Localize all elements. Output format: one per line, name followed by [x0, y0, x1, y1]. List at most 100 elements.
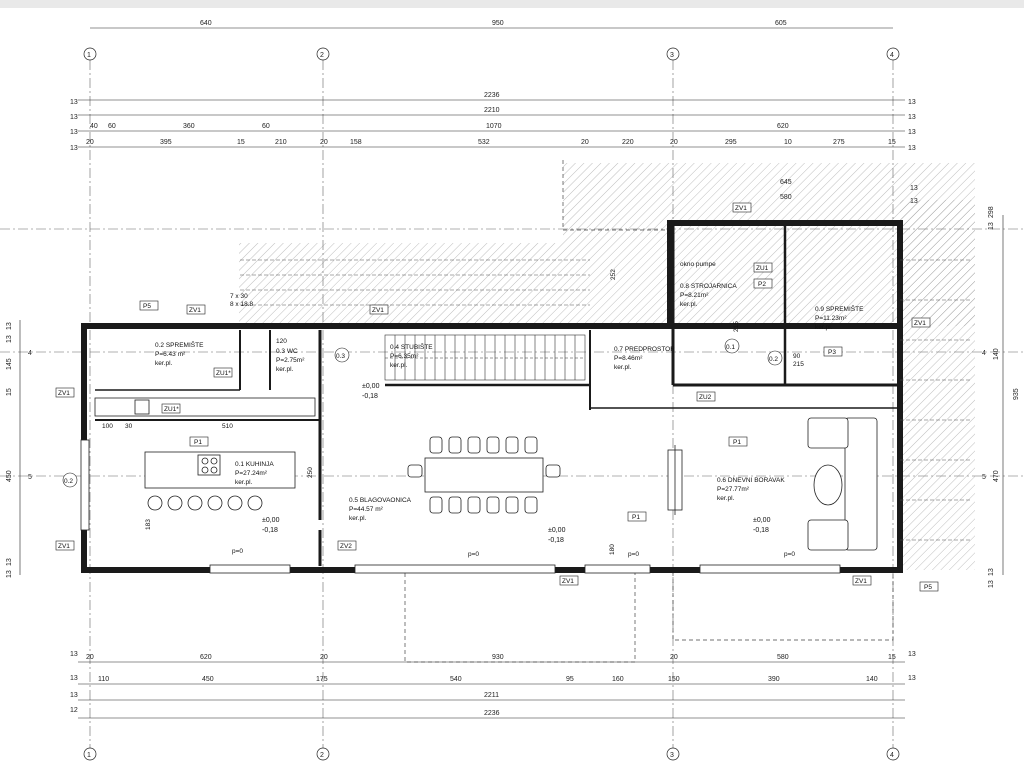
- dim-2211: 2211: [484, 692, 499, 699]
- stair-note: 8 x 18.8: [230, 301, 254, 308]
- room-floor-stubiste: ker.pl.: [390, 362, 408, 369]
- stairs: [384, 334, 586, 381]
- dim-140: 140: [993, 348, 1000, 360]
- room-floor-blagovaonica: ker.pl.: [349, 515, 367, 522]
- terrain-hatch: [225, 163, 975, 570]
- axis-2-top: 2: [320, 52, 324, 59]
- room-area-predprostor: P=8.46m²: [614, 355, 643, 362]
- level-minus: -0,18: [753, 527, 769, 534]
- level-plus: ±0,00: [753, 517, 771, 524]
- dim-top-605: 605: [775, 20, 787, 27]
- dim-15: 15: [888, 139, 896, 146]
- axis-1-bottom: 1: [87, 752, 91, 759]
- windows: [80, 439, 841, 574]
- dim-175: 175: [316, 676, 328, 683]
- dim-13: 13: [70, 692, 78, 699]
- dim-13: 13: [70, 129, 78, 136]
- room-area-kuhinja: P=27.24m²: [235, 470, 268, 477]
- room-area-boravak: P=27.77m²: [717, 486, 750, 493]
- stair-note: 7 x 30: [230, 293, 248, 300]
- tag-p0: p=0: [784, 551, 795, 558]
- dim-13: 13: [70, 651, 78, 658]
- dim-13: 13: [908, 675, 916, 682]
- dim-935: 935: [1013, 388, 1020, 400]
- dim-450: 450: [6, 470, 13, 482]
- room-floor-strojarnica: ker.pl.: [680, 301, 698, 308]
- dim-total-2210: 2210: [484, 107, 500, 114]
- room-floor-spremiste2: ker.pl.: [815, 324, 833, 331]
- dim-13: 13: [988, 222, 995, 230]
- axis-2-bottom: 2: [320, 752, 324, 759]
- tag-p0: p=0: [232, 548, 243, 555]
- tag-zv1: ZV1: [58, 543, 70, 550]
- dim-13: 13: [70, 145, 78, 152]
- dim-60: 60: [262, 123, 270, 130]
- dim-295: 295: [725, 139, 737, 146]
- dim-13: 13: [908, 114, 916, 121]
- dim-13: 13: [6, 335, 13, 343]
- grid-bubbles: [83, 47, 900, 761]
- okno-pumpe-label: okno pumpe: [680, 261, 716, 268]
- dim-183: 183: [145, 519, 152, 530]
- room-area-wc: P=2.75m²: [276, 357, 305, 364]
- tag-p2: P2: [758, 281, 766, 288]
- room-area-spremiste1: P=6.43 m²: [155, 351, 186, 358]
- axis-3-bottom: 3: [670, 752, 674, 759]
- tag-zv1: ZV1: [735, 205, 747, 212]
- room-area-stubiste: P=6.35m²: [390, 353, 419, 360]
- door-tag: 0.2: [769, 356, 778, 363]
- dim-390: 390: [768, 676, 780, 683]
- fireplace: [667, 445, 683, 515]
- dim-210: 210: [275, 139, 287, 146]
- dim-20: 20: [86, 654, 94, 661]
- tag-zv2: ZV2: [340, 543, 352, 550]
- row-5-right: 5: [982, 474, 986, 481]
- dim-298: 298: [988, 206, 995, 218]
- room-area-spremiste2: P=11.23m²: [815, 315, 847, 322]
- tag-boxes: [55, 202, 939, 592]
- room-labels: 0.1 KUHINJA P=27.24m² ker.pl. 0.2 SPREMI…: [155, 261, 864, 522]
- room-floor-boravak: ker.pl.: [717, 495, 735, 502]
- tag-p1: P1: [733, 439, 741, 446]
- dim-250: 250: [307, 467, 314, 478]
- axis-4-top: 4: [890, 52, 894, 59]
- level-markers: ±0,00 -0,18 ±0,00 -0,18 ±0,00 -0,18 ±0,0…: [262, 383, 771, 544]
- room-name-stubiste: 0.4 STUBIŠTE: [390, 342, 433, 351]
- dim-532: 532: [478, 139, 490, 146]
- dim-top-640: 640: [200, 20, 212, 27]
- dim-20: 20: [581, 139, 589, 146]
- dim-395: 395: [160, 139, 172, 146]
- tag-zv1: ZV1: [58, 390, 70, 397]
- room-floor-wc: ker.pl.: [276, 366, 294, 373]
- dim-158: 158: [350, 139, 362, 146]
- room-floor-kuhinja: ker.pl.: [235, 479, 253, 486]
- room-name-strojarnica: 0.8 STROJARNICA: [680, 283, 737, 290]
- dim-90: 90: [793, 353, 801, 360]
- dim-30: 30: [125, 423, 133, 430]
- dim-180: 180: [609, 544, 616, 555]
- dim-220: 220: [622, 139, 634, 146]
- door-tag: 0.2: [64, 478, 73, 485]
- room-name-spremiste1: 0.2 SPREMIŠTE: [155, 340, 204, 349]
- dim-20: 20: [670, 654, 678, 661]
- dim-95: 95: [566, 676, 574, 683]
- tag-zv1: ZV1: [855, 578, 867, 585]
- dim-13: 13: [6, 322, 13, 330]
- room-floor-predprostor: ker.pl.: [614, 364, 632, 371]
- dim-13: 13: [908, 651, 916, 658]
- dim-160: 160: [612, 676, 624, 683]
- dim-1070: 1070: [486, 123, 502, 130]
- dim-12: 12: [70, 707, 78, 714]
- tag-p1: P1: [632, 514, 640, 521]
- tag-zv1: ZV1: [562, 578, 574, 585]
- level-minus: -0,18: [548, 537, 564, 544]
- dim-13: 13: [6, 570, 13, 578]
- dim-470: 470: [993, 470, 1000, 482]
- dim-15: 15: [6, 388, 13, 396]
- dim-215: 215: [733, 321, 740, 332]
- room-name-kuhinja: 0.1 KUHINJA: [235, 461, 274, 468]
- dim-620: 620: [200, 654, 212, 661]
- tag-p1: P1: [194, 439, 202, 446]
- room-name-predprostor: 0.7 PREDPROSTOR: [614, 346, 675, 353]
- dining-table: [407, 436, 561, 514]
